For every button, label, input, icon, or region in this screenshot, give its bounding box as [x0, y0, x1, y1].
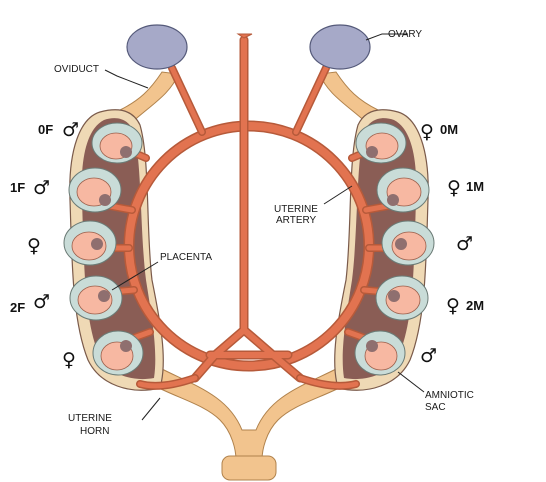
left-sex-symbol-2: ♂ — [33, 177, 50, 199]
right-ovary — [309, 24, 371, 70]
left-position-label-2: 1F — [10, 180, 25, 195]
amniotic-sac-label-line1: AMNIOTIC — [425, 390, 474, 401]
central-artery-fill — [192, 37, 303, 381]
left-ovary — [126, 24, 188, 70]
left-sex-symbol-5: ♀ — [62, 349, 76, 371]
right-sex-symbol-2: ♀ — [447, 177, 461, 199]
left-fetuses — [63, 122, 144, 376]
cervix — [221, 455, 277, 481]
right-position-label-1: 0M — [440, 122, 458, 137]
right-fetus-5 — [354, 330, 406, 376]
right-position-label-4: 2M — [466, 298, 484, 313]
artery-top — [236, 33, 253, 39]
left-fetus-2 — [68, 167, 122, 213]
left-fetus-3 — [63, 220, 117, 266]
uterine-horn-leader — [141, 397, 161, 421]
right-fetus-2 — [376, 167, 430, 213]
uterine-horn-label-line1: UTERINE — [68, 413, 112, 424]
right-fetus-3 — [381, 220, 435, 266]
placenta-label: PLACENTA — [160, 252, 212, 263]
right-sex-symbol-1: ♀ — [420, 121, 434, 143]
horn-branches-fill — [105, 149, 393, 343]
left-position-label-4: 2F — [10, 300, 25, 315]
left-sex-symbol-3: ♀ — [27, 235, 41, 257]
right-position-label-2: 1M — [466, 179, 484, 194]
right-fetus-4 — [375, 275, 429, 321]
uterine-horn-label-line2: HORN — [80, 426, 109, 437]
ovary-label: OVARY — [388, 29, 422, 40]
right-sex-symbol-4: ♀ — [446, 295, 460, 317]
amniotic-sac-label-line2: SAC — [425, 402, 446, 413]
uterine-artery-label-line1: UTERINE — [274, 204, 318, 215]
amniotic-sac-leader — [397, 371, 425, 393]
left-sex-symbol-1: ♂ — [62, 119, 79, 141]
placenta-leader — [111, 261, 159, 291]
left-fetus-4 — [69, 275, 123, 321]
uterine-artery-leader — [323, 185, 353, 205]
ovary-leader — [365, 33, 408, 41]
oviduct-leader — [104, 69, 149, 89]
right-sex-symbol-5: ♂ — [420, 345, 437, 367]
right-fetus-1 — [355, 122, 407, 164]
oviduct-label: OVIDUCT — [54, 64, 99, 75]
left-fetus-5 — [92, 330, 144, 376]
right-sex-symbol-3: ♂ — [456, 233, 473, 255]
uterine-artery-label-line2: ARTERY — [276, 215, 317, 226]
left-position-label-1: 0F — [38, 122, 53, 137]
leader-lines — [104, 33, 425, 421]
right-fetuses — [354, 122, 435, 376]
uterine-artery — [104, 33, 394, 390]
lower-branches-fill — [137, 375, 359, 389]
left-sex-symbol-4: ♂ — [33, 291, 50, 313]
ovarian-branches-fill — [169, 65, 329, 135]
left-fetus-1 — [91, 122, 143, 164]
